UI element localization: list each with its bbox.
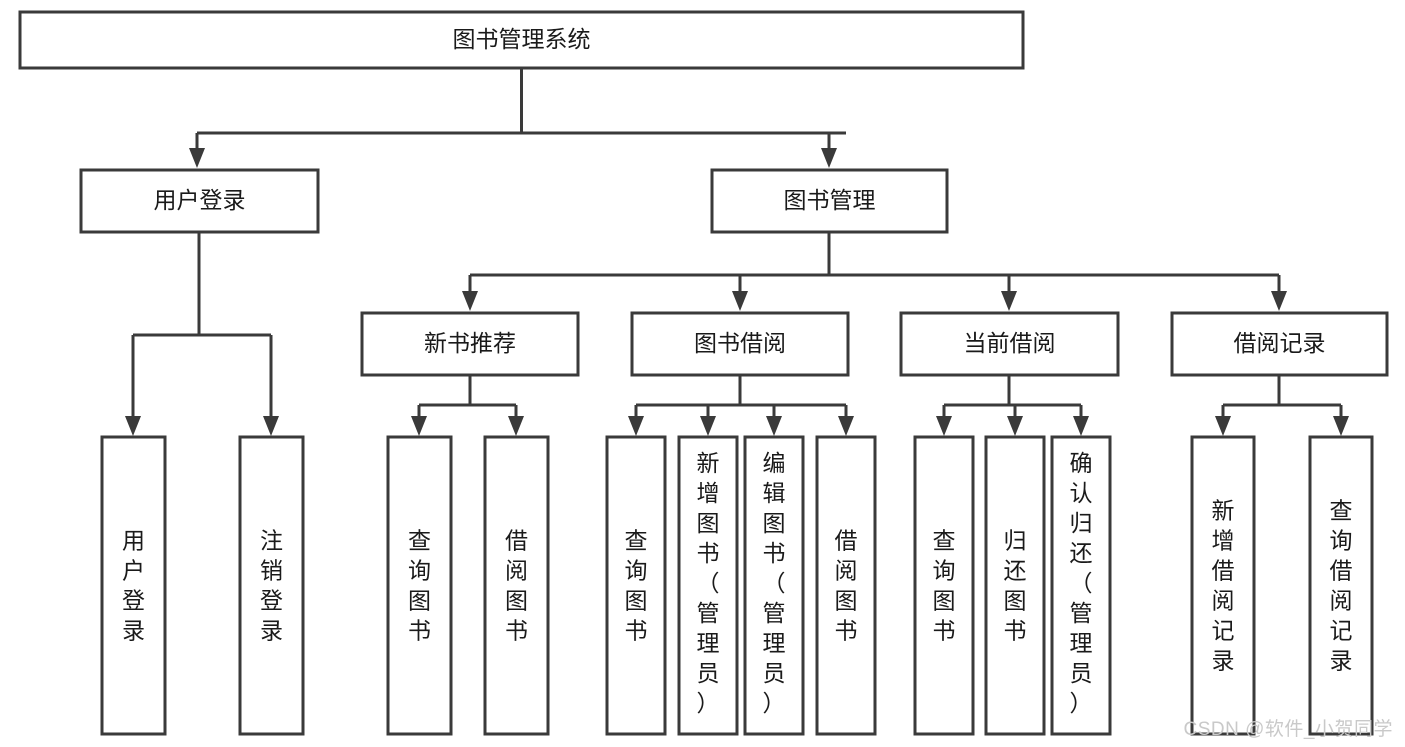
node-box-root[interactable] [18,10,1025,70]
node-leaf-return-book[interactable]: 归还图书 [984,435,1046,736]
node-label-leaf-query-book-borrow: 查询图书 [625,528,648,644]
node-leaf-query-book-current[interactable]: 查询图书 [913,435,975,736]
arrow-head-icon [1333,416,1349,436]
node-leaf-query-book-borrow[interactable]: 查询图书 [605,435,667,736]
node-label-leaf-return-book: 归还图书 [1004,528,1027,644]
node-leaf-add-book[interactable]: 新增图书（管理员） [677,435,739,736]
node-box-current-borrow[interactable] [899,311,1120,377]
node-new-book-recommend[interactable]: 新书推荐 [360,311,580,377]
node-leaf-confirm-return[interactable]: 确认归还（管理员） [1050,435,1112,736]
node-label-current-borrow: 当前借阅 [964,330,1056,356]
node-box-leaf-borrow-book-recommend[interactable] [483,435,550,736]
node-label-leaf-borrow-book: 借阅图书 [835,528,858,644]
arrow-head-icon [700,416,716,436]
node-leaf-query-borrow-record[interactable]: 查询借阅记录 [1308,435,1374,736]
node-book-borrow[interactable]: 图书借阅 [630,311,850,377]
node-label-leaf-borrow-book-recommend: 借阅图书 [505,528,528,644]
node-leaf-user-login[interactable]: 用户登录 [100,435,167,736]
node-box-leaf-query-book-borrow[interactable] [605,435,667,736]
arrow-head-icon [462,291,478,311]
node-box-leaf-confirm-return[interactable] [1050,435,1112,736]
node-borrow-record[interactable]: 借阅记录 [1170,311,1389,377]
node-label-leaf-query-borrow-record: 查询借阅记录 [1330,498,1353,674]
node-leaf-borrow-book[interactable]: 借阅图书 [815,435,877,736]
arrow-head-icon [1073,416,1089,436]
node-leaf-borrow-book-recommend[interactable]: 借阅图书 [483,435,550,736]
node-label-leaf-confirm-return: 确认归还（管理员） [1070,450,1093,716]
node-leaf-add-borrow-record[interactable]: 新增借阅记录 [1190,435,1256,736]
node-box-leaf-return-book[interactable] [984,435,1046,736]
nodes-layer: 图书管理系统用户登录图书管理新书推荐图书借阅当前借阅借阅记录用户登录注销登录查询… [18,10,1389,736]
node-box-book-borrow[interactable] [630,311,850,377]
node-user-login[interactable]: 用户登录 [79,168,320,234]
node-label-leaf-user-login: 用户登录 [122,528,145,644]
node-box-leaf-add-book[interactable] [677,435,739,736]
arrow-head-icon [732,291,748,311]
node-box-leaf-add-borrow-record[interactable] [1190,435,1256,736]
node-label-leaf-edit-book: 编辑图书（管理员） [763,450,786,716]
node-box-borrow-record[interactable] [1170,311,1389,377]
arrow-head-icon [411,416,427,436]
node-label-leaf-query-book-current: 查询图书 [933,528,956,644]
node-leaf-user-logout[interactable]: 注销登录 [238,435,305,736]
arrow-head-icon [508,416,524,436]
arrow-head-icon [838,416,854,436]
node-label-root: 图书管理系统 [453,26,591,52]
node-label-book-management: 图书管理 [784,187,876,213]
node-box-book-management[interactable] [710,168,949,234]
node-label-new-book-recommend: 新书推荐 [424,330,516,356]
node-root[interactable]: 图书管理系统 [18,10,1025,70]
arrow-head-icon [1271,291,1287,311]
node-box-user-login[interactable] [79,168,320,234]
csdn-watermark: CSDN @软件_小贺同学 [1183,719,1393,740]
node-leaf-edit-book[interactable]: 编辑图书（管理员） [743,435,805,736]
arrow-head-icon [628,416,644,436]
node-label-user-login: 用户登录 [154,187,246,213]
arrow-head-icon [263,416,279,436]
node-box-new-book-recommend[interactable] [360,311,580,377]
node-box-leaf-query-book-recommend[interactable] [386,435,453,736]
arrowheads-layer [125,148,1349,436]
arrow-head-icon [766,416,782,436]
node-box-leaf-user-login[interactable] [100,435,167,736]
node-book-management[interactable]: 图书管理 [710,168,949,234]
node-box-leaf-borrow-book[interactable] [815,435,877,736]
arrow-head-icon [1007,416,1023,436]
arrow-head-icon [189,148,205,168]
node-box-leaf-user-logout[interactable] [238,435,305,736]
node-label-leaf-user-logout: 注销登录 [260,528,283,644]
arrow-head-icon [125,416,141,436]
arrow-head-icon [821,148,837,168]
arrow-head-icon [936,416,952,436]
node-label-leaf-query-book-recommend: 查询图书 [408,528,431,644]
node-box-leaf-query-book-current[interactable] [913,435,975,736]
node-label-borrow-record: 借阅记录 [1234,330,1326,356]
node-label-leaf-add-borrow-record: 新增借阅记录 [1212,498,1235,674]
node-label-book-borrow: 图书借阅 [694,330,786,356]
node-box-leaf-query-borrow-record[interactable] [1308,435,1374,736]
node-current-borrow[interactable]: 当前借阅 [899,311,1120,377]
node-box-leaf-edit-book[interactable] [743,435,805,736]
arrow-head-icon [1001,291,1017,311]
arrow-head-icon [1215,416,1231,436]
node-label-leaf-add-book: 新增图书（管理员） [697,450,720,716]
node-leaf-query-book-recommend[interactable]: 查询图书 [386,435,453,736]
